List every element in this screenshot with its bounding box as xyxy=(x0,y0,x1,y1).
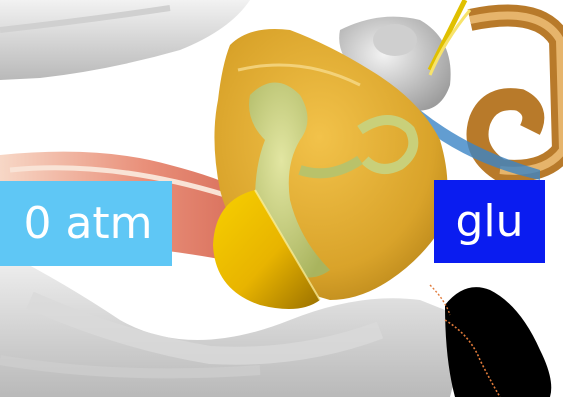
glu-label: glu xyxy=(434,180,545,263)
probe xyxy=(445,287,551,397)
glu-label-text: glu xyxy=(455,200,523,244)
pressure-label: 0 atm xyxy=(0,181,172,266)
cochlea xyxy=(470,16,563,171)
pressure-label-text: 0 atm xyxy=(23,202,152,246)
